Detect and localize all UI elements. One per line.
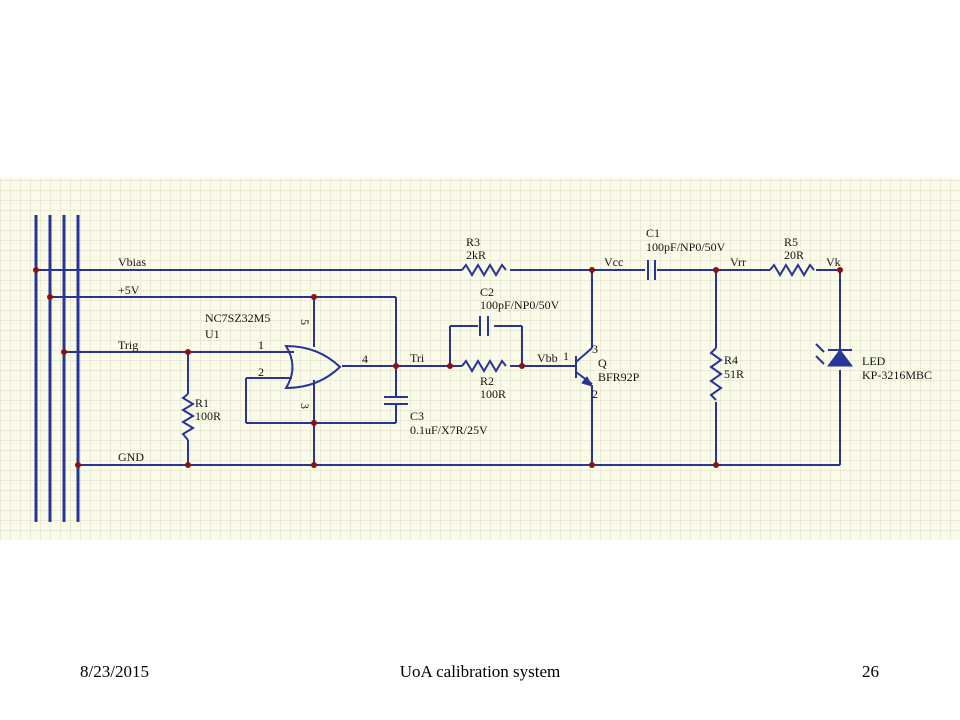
capacitor-c3 [384, 396, 408, 405]
r5-value-label: 20R [784, 248, 804, 262]
q-pin3-label: 3 [592, 342, 598, 356]
u1-pin5-label: 5 [298, 319, 312, 325]
r4-ref-label: R4 [724, 353, 738, 367]
q-part-label: BFR92P [598, 370, 640, 384]
q-ref-label: Q [598, 356, 607, 370]
led-diode [815, 343, 853, 367]
net-label-vk: Vk [826, 255, 841, 269]
resistor-r2 [461, 359, 507, 373]
net-label-vcc: Vcc [604, 255, 623, 269]
trig-net [64, 351, 294, 465]
r5-ref-label: R5 [784, 235, 798, 249]
u1-part-label: NC7SZ32M5 [205, 311, 270, 325]
led-part-label: KP-3216MBC [862, 368, 932, 382]
c3-ref-label: C3 [410, 409, 424, 423]
r3-ref-label: R3 [466, 235, 480, 249]
r4-value-label: 51R [724, 367, 744, 381]
r2-value-label: 100R [480, 387, 506, 401]
c2-value-label: 100pF/NP0/50V [480, 298, 560, 312]
net-label-plus5v: +5V [118, 283, 140, 297]
net-label-trig: Trig [118, 338, 138, 352]
vbias-net [36, 269, 645, 340]
c1-ref-label: C1 [646, 226, 660, 240]
tri-net [342, 325, 478, 367]
plus5v-net [50, 296, 397, 396]
input-bus-lines [34, 215, 80, 522]
net-label-vbias: Vbias [118, 255, 146, 269]
r1-value-label: 100R [195, 409, 221, 423]
footer-date: 8/23/2015 [80, 662, 149, 681]
net-label-vbb: Vbb [537, 351, 558, 365]
resistor-r4 [709, 347, 723, 401]
schematic-grid [0, 178, 960, 540]
resistor-r1 [181, 393, 195, 441]
q-pin1-label: 1 [563, 349, 569, 363]
junction-dots [33, 267, 843, 468]
net-label-vrr: Vrr [730, 255, 746, 269]
capacitor-c2 [479, 316, 489, 336]
u1-pin2-label: 2 [258, 365, 264, 379]
c3-value-label: 0.1uF/X7R/25V [410, 423, 488, 437]
r1-ref-label: R1 [195, 396, 209, 410]
u1-ref-label: U1 [205, 327, 220, 341]
footer-title: UoA calibration system [399, 662, 561, 681]
vk-net [816, 269, 841, 350]
r2-ref-label: R2 [480, 374, 494, 388]
or-gate-u1 [284, 335, 342, 390]
capacitor-c1 [647, 260, 656, 280]
net-label-gnd: GND [118, 450, 144, 464]
resistor-r5 [769, 263, 815, 277]
u1-pin3-label: 3 [298, 403, 312, 409]
c1-value-label: 100pF/NP0/50V [646, 240, 726, 254]
r3-value-label: 2kR [466, 248, 486, 262]
transistor-q [575, 340, 594, 387]
q-pin2-label: 2 [592, 387, 598, 401]
u1-pin1-label: 1 [258, 338, 264, 352]
net-label-tri: Tri [410, 351, 425, 365]
u1-pin4-label: 4 [362, 352, 368, 366]
resistor-r3 [461, 263, 507, 277]
led-ref-label: LED [862, 354, 886, 368]
page-number: 26 [862, 662, 879, 681]
c2-ref-label: C2 [480, 285, 494, 299]
